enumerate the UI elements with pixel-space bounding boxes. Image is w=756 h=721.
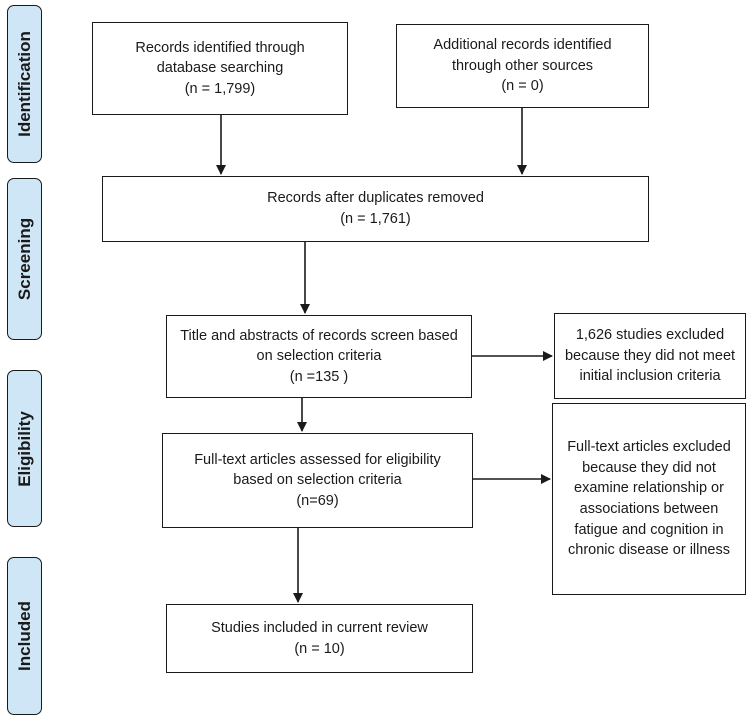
box-included-studies-line-1: Studies included in current review bbox=[211, 619, 428, 636]
box-fulltext-assessed-line-1: Full-text articles assessed for eligibil… bbox=[194, 451, 441, 468]
box-other-sources-line-2: through other sources bbox=[451, 57, 594, 74]
box-database-search: Records identified through database sear… bbox=[92, 22, 348, 115]
box-fulltext-assessed: Full-text articles assessed for eligibil… bbox=[162, 433, 473, 528]
box-screen-excluded-line-1: 1,626 studies excluded bbox=[575, 327, 725, 344]
box-title-abstract-screen-line-1: Title and abstracts of records screen ba… bbox=[180, 327, 458, 344]
box-fulltext-excluded-line-2: because they did not bbox=[582, 459, 716, 476]
box-fulltext-assessed-line-2: based on selection criteria bbox=[233, 472, 402, 489]
box-screen-excluded-line-3: initial inclusion criteria bbox=[579, 368, 721, 385]
box-screen-excluded: 1,626 studies excluded because they did … bbox=[554, 313, 746, 399]
box-included-studies-line-2: (n = 10) bbox=[294, 640, 345, 657]
phase-included: Included bbox=[7, 557, 42, 715]
phase-eligibility: Eligibility bbox=[7, 370, 42, 527]
phase-screening: Screening bbox=[7, 178, 42, 340]
box-database-search-line-1: Records identified through bbox=[135, 39, 305, 56]
box-fulltext-excluded: Full-text articles excluded because they… bbox=[552, 403, 746, 595]
box-fulltext-excluded-line-3: examine relationship or bbox=[574, 480, 724, 497]
box-fulltext-excluded-line-4: associations between bbox=[579, 501, 719, 517]
box-duplicates-removed-line-2: (n = 1,761) bbox=[340, 211, 411, 227]
box-fulltext-excluded-line-5: fatigue and cognition in bbox=[574, 521, 724, 538]
box-duplicates-removed-line-1: Records after duplicates removed bbox=[267, 190, 484, 207]
box-title-abstract-screen: Title and abstracts of records screen ba… bbox=[166, 315, 472, 398]
phase-identification: Identification bbox=[7, 5, 42, 163]
box-fulltext-excluded-line-6: chronic disease or illness bbox=[568, 542, 730, 559]
box-screen-excluded-line-2: because they did not meet bbox=[564, 347, 736, 364]
box-other-sources-line-1: Additional records identified bbox=[433, 37, 612, 54]
box-other-sources-line-3: (n = 0) bbox=[501, 78, 544, 95]
box-database-search-line-3: (n = 1,799) bbox=[184, 80, 256, 97]
box-fulltext-excluded-line-1: Full-text articles excluded bbox=[567, 439, 731, 456]
box-included-studies: Studies included in current review (n = … bbox=[166, 604, 473, 673]
box-database-search-line-2: database searching bbox=[156, 60, 284, 77]
box-duplicates-removed: Records after duplicates removed (n = 1,… bbox=[102, 176, 649, 242]
box-other-sources: Additional records identified through ot… bbox=[396, 24, 649, 108]
box-title-abstract-screen-line-2: on selection criteria bbox=[256, 348, 382, 365]
box-title-abstract-screen-line-3: (n =135 ) bbox=[289, 368, 349, 385]
box-fulltext-assessed-line-3: (n=69) bbox=[296, 492, 339, 509]
